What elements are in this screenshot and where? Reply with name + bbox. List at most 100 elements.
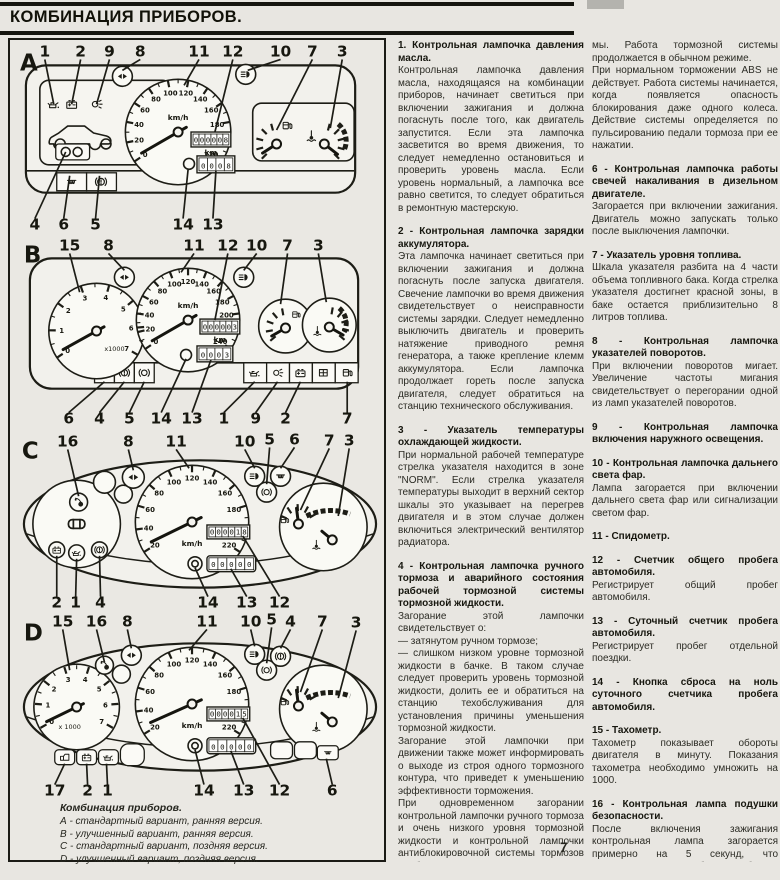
callout-line bbox=[62, 175, 71, 219]
callout-line bbox=[337, 448, 351, 517]
callout-line bbox=[214, 59, 234, 133]
high-beam-icon bbox=[238, 273, 249, 282]
svg-text:3: 3 bbox=[233, 323, 238, 332]
svg-text:180: 180 bbox=[227, 506, 242, 514]
callout-line bbox=[68, 253, 81, 293]
callout-number: 5 bbox=[266, 612, 277, 628]
svg-text:5: 5 bbox=[121, 305, 126, 313]
article-paragraph: мы. Работа тормозной системы продолжаетс… bbox=[592, 40, 778, 64]
callout-number: 17 bbox=[44, 782, 65, 800]
svg-text:8: 8 bbox=[224, 135, 229, 144]
svg-text:6: 6 bbox=[129, 325, 134, 333]
svg-text:60: 60 bbox=[145, 506, 155, 514]
svg-text:120: 120 bbox=[181, 278, 196, 286]
article-paragraph: При включении поворотов мигает. Увеличен… bbox=[592, 360, 778, 410]
svg-text:160: 160 bbox=[206, 287, 221, 295]
callout-line bbox=[126, 629, 133, 649]
callout-line bbox=[325, 758, 334, 785]
svg-text:20: 20 bbox=[145, 326, 155, 334]
callout-line bbox=[107, 252, 126, 271]
callout-number: 4 bbox=[95, 594, 106, 612]
diagram-letter: C bbox=[22, 438, 39, 464]
callout-line bbox=[284, 381, 302, 413]
trip-reset-knob[interactable] bbox=[182, 157, 196, 171]
callout-number: 5 bbox=[124, 410, 135, 428]
article-heading: 11 - Спидометр. bbox=[592, 531, 670, 542]
svg-text:0: 0 bbox=[227, 323, 232, 332]
callout-line bbox=[98, 555, 102, 597]
article-heading: 10 - Контрольная лампочка дальнего света… bbox=[592, 457, 778, 482]
temp-scale-band bbox=[305, 508, 352, 519]
article-heading: 9 - Контрольная лампочка включения наруж… bbox=[592, 421, 778, 446]
svg-text:0: 0 bbox=[247, 560, 252, 569]
title-rule-top bbox=[0, 2, 574, 6]
svg-text:0: 0 bbox=[220, 742, 225, 751]
caption-title: Комбинация приборов. bbox=[60, 802, 182, 814]
article-block: 16 - Контрольная лампа подушки безопасно… bbox=[592, 799, 778, 863]
article-block: 7 - Указатель уровня топлива.Шкала указа… bbox=[592, 250, 778, 325]
svg-text:1: 1 bbox=[59, 327, 64, 335]
callout-line bbox=[74, 558, 78, 597]
svg-text:0: 0 bbox=[49, 718, 54, 726]
article-block: 11 - Спидометр. bbox=[592, 531, 778, 544]
svg-text:km: km bbox=[205, 148, 218, 157]
callout-number: 3 bbox=[313, 236, 324, 254]
article-paragraph: Контрольная лампочка давления масла, нах… bbox=[398, 65, 584, 214]
callout-line bbox=[127, 449, 135, 471]
callout-line bbox=[105, 763, 109, 785]
svg-text:100: 100 bbox=[167, 661, 182, 669]
callout-number: 6 bbox=[289, 432, 300, 448]
svg-text:80: 80 bbox=[154, 490, 164, 498]
callout-line bbox=[230, 750, 245, 785]
callout-number: 14 bbox=[150, 410, 172, 428]
svg-text:km/h: km/h bbox=[168, 113, 189, 122]
trip-reset-knob[interactable] bbox=[179, 348, 193, 362]
callout-number: 2 bbox=[280, 410, 291, 428]
svg-text:km: km bbox=[214, 335, 227, 344]
callout-number: 5 bbox=[264, 432, 275, 448]
fuel-temp-dial bbox=[278, 664, 368, 754]
svg-text:0: 0 bbox=[216, 527, 221, 536]
svg-text:3: 3 bbox=[83, 295, 88, 303]
callout-number: 2 bbox=[75, 42, 86, 60]
svg-text:20: 20 bbox=[150, 542, 160, 550]
article-block: 15 - Тахометр.Тахометр показывает оборот… bbox=[592, 725, 778, 788]
temp-scale-band bbox=[305, 690, 352, 701]
callout-number: 4 bbox=[94, 410, 105, 428]
trip-reset-knob[interactable] bbox=[187, 556, 203, 572]
callout-line bbox=[98, 381, 126, 414]
svg-text:140: 140 bbox=[203, 479, 218, 487]
svg-text:200: 200 bbox=[219, 312, 234, 320]
callout-number: 6 bbox=[63, 410, 74, 428]
callout-number: 11 bbox=[196, 612, 217, 630]
speedometer: 020406080100120140160180200220240km/h bbox=[136, 268, 240, 350]
callout-number: 1 bbox=[102, 782, 113, 800]
fuel-gauge bbox=[265, 308, 291, 342]
callout-line bbox=[194, 749, 205, 785]
temp-gauge bbox=[320, 711, 338, 728]
svg-text:220: 220 bbox=[222, 542, 237, 550]
svg-text:x 1000: x 1000 bbox=[59, 723, 81, 731]
diagram-a: 020406080100120140160180200220km/h000008… bbox=[20, 42, 357, 234]
svg-text:8: 8 bbox=[242, 527, 247, 536]
callout-line bbox=[95, 59, 111, 105]
article-paragraph: Загорается при включении зажигания. Двиг… bbox=[592, 201, 778, 237]
high-beam-icon bbox=[249, 650, 260, 659]
svg-text:0: 0 bbox=[223, 527, 228, 536]
callout-line bbox=[317, 253, 328, 303]
article-heading: 7 - Указатель уровня топлива. bbox=[592, 249, 742, 261]
fuel-temp-dial bbox=[278, 482, 368, 572]
svg-text:0: 0 bbox=[218, 135, 223, 144]
callout-number: 7 bbox=[307, 42, 318, 60]
article-block: 8 - Контрольная лампочка указателей пово… bbox=[592, 336, 778, 411]
callout-number: 2 bbox=[51, 594, 62, 612]
caption-line: В - улучшенный вариант, ранняя версия. bbox=[60, 828, 254, 840]
caption-line: С - стандартный вариант, поздняя версия. bbox=[60, 841, 268, 853]
callout-line bbox=[94, 175, 101, 219]
temp-gauge bbox=[323, 307, 350, 341]
svg-text:80: 80 bbox=[151, 95, 161, 103]
speedometer: 20406080100120140160180200220km/h bbox=[135, 465, 249, 553]
callout-line bbox=[247, 58, 281, 72]
callout-line bbox=[230, 568, 248, 598]
